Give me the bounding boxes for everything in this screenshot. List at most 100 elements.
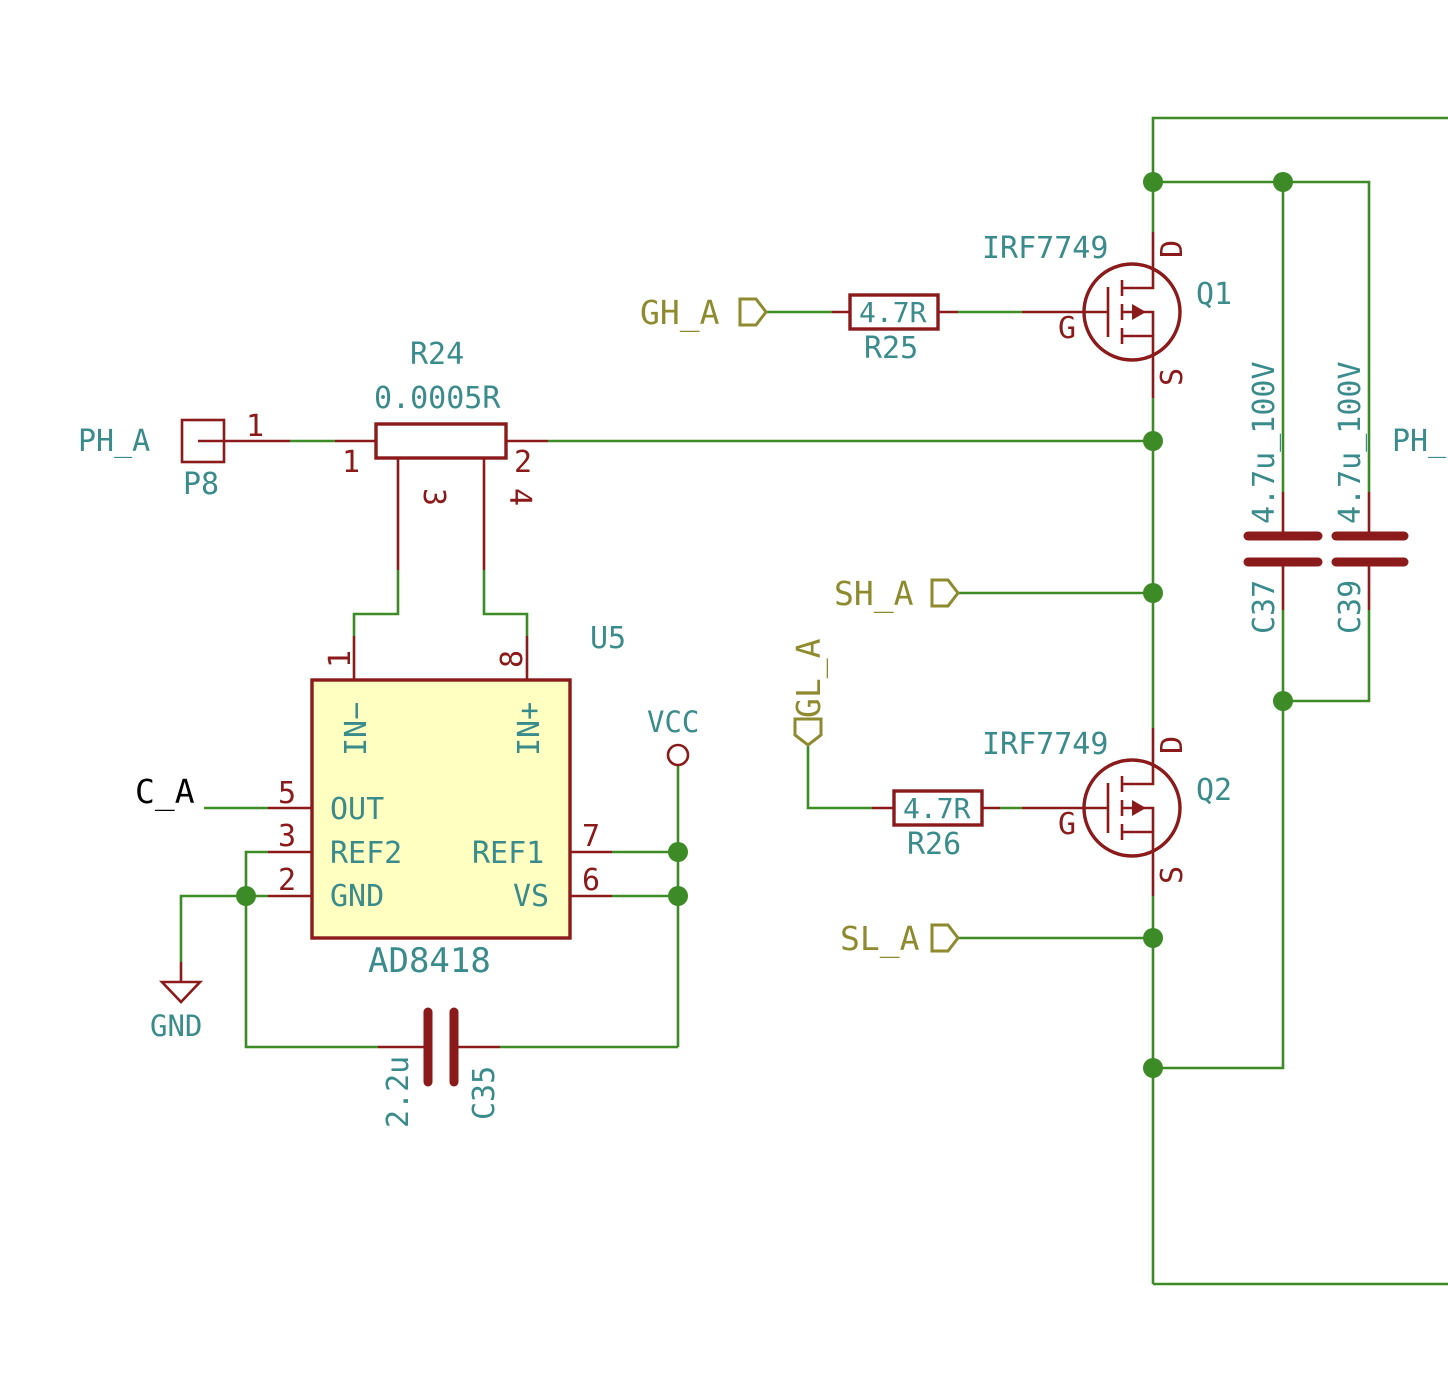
global-label-gh-a: GH_A	[640, 293, 768, 333]
connector-ref: P8	[183, 467, 219, 502]
vcc-label: VCC	[647, 705, 699, 739]
wire-top-rail	[1151, 116, 1448, 232]
pin-name: VS	[513, 879, 549, 914]
global-label-flag-icon	[930, 578, 960, 608]
component-value: 4.7u_100V	[1247, 361, 1282, 524]
pin-name: IN+	[512, 702, 547, 756]
component-value: 4.7R	[859, 296, 927, 329]
wire-cap-top	[1153, 180, 1371, 492]
component-value: 2.2u	[381, 1056, 416, 1128]
svg-text:GL_A: GL_A	[789, 638, 829, 718]
pin-number: 8	[495, 650, 530, 668]
ground-symbol-icon	[158, 980, 204, 1004]
wire-gnd	[179, 894, 268, 962]
ic-body	[310, 678, 572, 940]
global-label-gl-a: GL_A	[789, 638, 829, 747]
pin-number: 2	[278, 863, 296, 898]
wire-cap-return	[1153, 701, 1285, 1070]
pin-name: G	[1058, 807, 1076, 842]
wire-ref2-gnd	[244, 850, 378, 1049]
pin-name: S	[1155, 866, 1190, 884]
svg-text:SH_A: SH_A	[834, 574, 914, 614]
component-value: AD8418	[368, 941, 491, 981]
capacitor-c39[interactable]: 4.7u_100V C39	[1331, 361, 1409, 634]
capacitor-c37[interactable]: 4.7u_100V C37	[1243, 361, 1323, 634]
gnd-label: GND	[150, 1009, 202, 1043]
component-value: 4.7u_100V	[1333, 361, 1368, 524]
component-ref: R24	[410, 337, 464, 372]
component-ref: C37	[1247, 580, 1282, 634]
pin-number: 6	[582, 863, 600, 898]
junction-dot	[668, 886, 688, 906]
global-label-sl-a: SL_A	[840, 919, 960, 959]
component-ref: Q2	[1196, 773, 1232, 808]
component-value: IRF7749	[982, 727, 1108, 762]
pin-name: GND	[330, 879, 384, 914]
resistor-r24[interactable]: R24 0.0005R 1 2 3 4	[335, 337, 548, 570]
component-ref: Q1	[1196, 277, 1232, 312]
pin-number: 1	[246, 409, 264, 444]
net-label-ph-a-right: PH_	[1392, 424, 1447, 459]
resistor-r26[interactable]: 4.7R R26	[872, 789, 1000, 862]
junction-dot	[1143, 928, 1163, 948]
component-ref: C39	[1333, 580, 1368, 634]
global-label-flag-icon	[930, 923, 960, 953]
pin-number: 3	[278, 819, 296, 854]
pin-name: D	[1155, 240, 1190, 258]
mosfet-q1[interactable]: IRF7749 Q1 G D S	[982, 231, 1232, 398]
pin-number: 1	[323, 650, 358, 668]
global-label-flag-icon	[793, 717, 823, 747]
net-label-ph-a: PH_A	[78, 424, 150, 459]
wire-cap-bottom	[1281, 610, 1371, 703]
component-value: 4.7R	[903, 792, 971, 825]
wire-sense-minus	[352, 570, 400, 636]
power-vcc: VCC	[647, 705, 699, 767]
pin-name: IN−	[339, 702, 374, 756]
junction-dot	[1143, 172, 1163, 192]
ic-u5[interactable]: 1 8 5 3 2 7 6 IN− IN+ OUT REF2 GND REF1 …	[268, 621, 626, 981]
junction-dot	[1273, 691, 1293, 711]
mosfet-arrow-icon	[1132, 800, 1146, 816]
pin-number: 5	[278, 776, 296, 811]
pin-name: REF1	[472, 836, 544, 871]
vcc-symbol-icon	[666, 743, 690, 767]
net-label-c-a: C_A	[135, 772, 195, 812]
pin-name: G	[1058, 311, 1076, 346]
junction-dot	[1273, 172, 1293, 192]
pin-name: D	[1155, 736, 1190, 754]
junction-dot	[1143, 1058, 1163, 1078]
pin-name: OUT	[330, 792, 384, 827]
pin-name: REF2	[330, 836, 402, 871]
mosfet-arrow-icon	[1132, 304, 1146, 320]
component-ref: U5	[590, 621, 626, 656]
junctions	[236, 172, 1293, 1078]
svg-text:SL_A: SL_A	[840, 919, 920, 959]
global-label-flag-icon	[738, 297, 768, 327]
component-ref: R26	[907, 827, 961, 862]
mosfet-q2[interactable]: IRF7749 Q2 G D S	[982, 727, 1232, 896]
wires	[179, 116, 1448, 1286]
component-value: IRF7749	[982, 231, 1108, 266]
component-ref: C35	[467, 1066, 502, 1120]
wire-sense-plus	[482, 570, 529, 636]
resistor-body	[374, 422, 508, 460]
power-gnd: GND	[150, 962, 204, 1043]
global-label-sh-a: SH_A	[834, 574, 960, 614]
component-value: 0.0005R	[374, 381, 501, 416]
wire-gl-a	[806, 745, 872, 810]
junction-dot	[668, 842, 688, 862]
pin-number: 1	[342, 445, 360, 480]
resistor-r25[interactable]: 4.7R R25	[832, 293, 958, 366]
junction-dot	[1143, 583, 1163, 603]
svg-text:GH_A: GH_A	[640, 293, 720, 333]
junction-dot	[236, 886, 256, 906]
pin-number: 7	[582, 819, 600, 854]
capacitor-c35[interactable]: 2.2u C35	[378, 1007, 502, 1128]
connector-p8[interactable]: PH_A P8 1	[78, 409, 290, 502]
pin-number: 2	[514, 445, 532, 480]
component-ref: R25	[864, 331, 918, 366]
pin-number: 3	[416, 488, 451, 506]
pin-number: 4	[502, 488, 537, 506]
pin-name: S	[1155, 368, 1190, 386]
